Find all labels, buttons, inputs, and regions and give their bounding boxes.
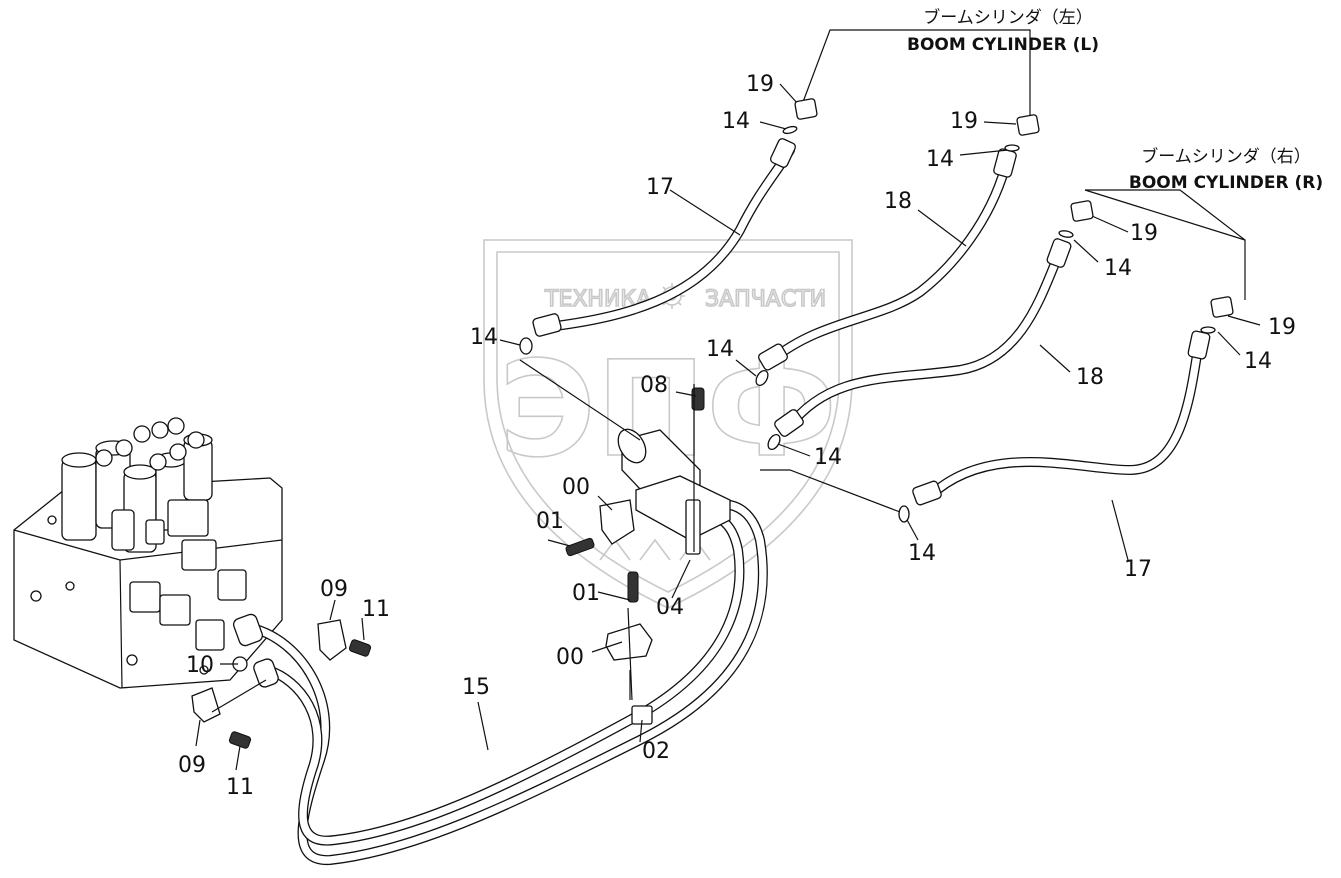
pipe-15 bbox=[247, 499, 768, 866]
callout-14: 14 bbox=[1104, 256, 1132, 281]
control-valve bbox=[13, 417, 283, 689]
callout-14: 14 bbox=[470, 325, 498, 350]
cylinder-right-en: BOOM CYLINDER (R) bbox=[1129, 173, 1323, 193]
cylinder-left-en: BOOM CYLINDER (L) bbox=[907, 35, 1099, 55]
callout-10: 10 bbox=[186, 653, 214, 678]
callout-01: 01 bbox=[536, 509, 564, 534]
leader-lines bbox=[195, 29, 1261, 771]
watermark-text-right: ЗАПЧАСТИ bbox=[705, 287, 826, 312]
cylinder-fittings bbox=[794, 98, 1234, 318]
callout-09: 09 bbox=[178, 753, 206, 778]
callout-18: 18 bbox=[884, 189, 912, 214]
callout-14: 14 bbox=[722, 109, 750, 134]
callout-17: 17 bbox=[646, 175, 674, 200]
hose-18-left bbox=[758, 148, 1017, 371]
hose-17-right bbox=[912, 330, 1211, 506]
callout-11: 11 bbox=[226, 775, 254, 800]
o-rings bbox=[519, 125, 1216, 523]
cylinder-left-jp: ブームシリンダ（左） bbox=[923, 7, 1093, 28]
callout-04: 04 bbox=[656, 595, 684, 620]
callouts: 19 14 19 14 17 18 19 14 19 14 18 14 14 1… bbox=[178, 72, 1296, 800]
callout-00: 00 bbox=[556, 645, 584, 670]
callout-09: 09 bbox=[320, 577, 348, 602]
callout-08: 08 bbox=[640, 373, 668, 398]
flange-parts bbox=[191, 613, 372, 749]
callout-00: 00 bbox=[562, 475, 590, 500]
callout-02: 02 bbox=[642, 739, 670, 764]
callout-14: 14 bbox=[908, 541, 936, 566]
callout-14: 14 bbox=[926, 147, 954, 172]
hose-17-left bbox=[532, 138, 796, 337]
callout-15: 15 bbox=[462, 675, 490, 700]
callout-19: 19 bbox=[1268, 315, 1296, 340]
hose-18-right bbox=[774, 238, 1072, 437]
callout-18: 18 bbox=[1076, 365, 1104, 390]
callout-14: 14 bbox=[814, 445, 842, 470]
callout-19: 19 bbox=[950, 109, 978, 134]
callout-19: 19 bbox=[746, 72, 774, 97]
callout-11: 11 bbox=[362, 597, 390, 622]
watermark-shield bbox=[483, 239, 853, 609]
callout-01: 01 bbox=[572, 581, 600, 606]
callout-14: 14 bbox=[1244, 349, 1272, 374]
callout-17: 17 bbox=[1124, 557, 1152, 582]
callout-14: 14 bbox=[706, 337, 734, 362]
cylinder-right-jp: ブームシリンダ（右） bbox=[1141, 146, 1311, 167]
callout-19: 19 bbox=[1130, 221, 1158, 246]
